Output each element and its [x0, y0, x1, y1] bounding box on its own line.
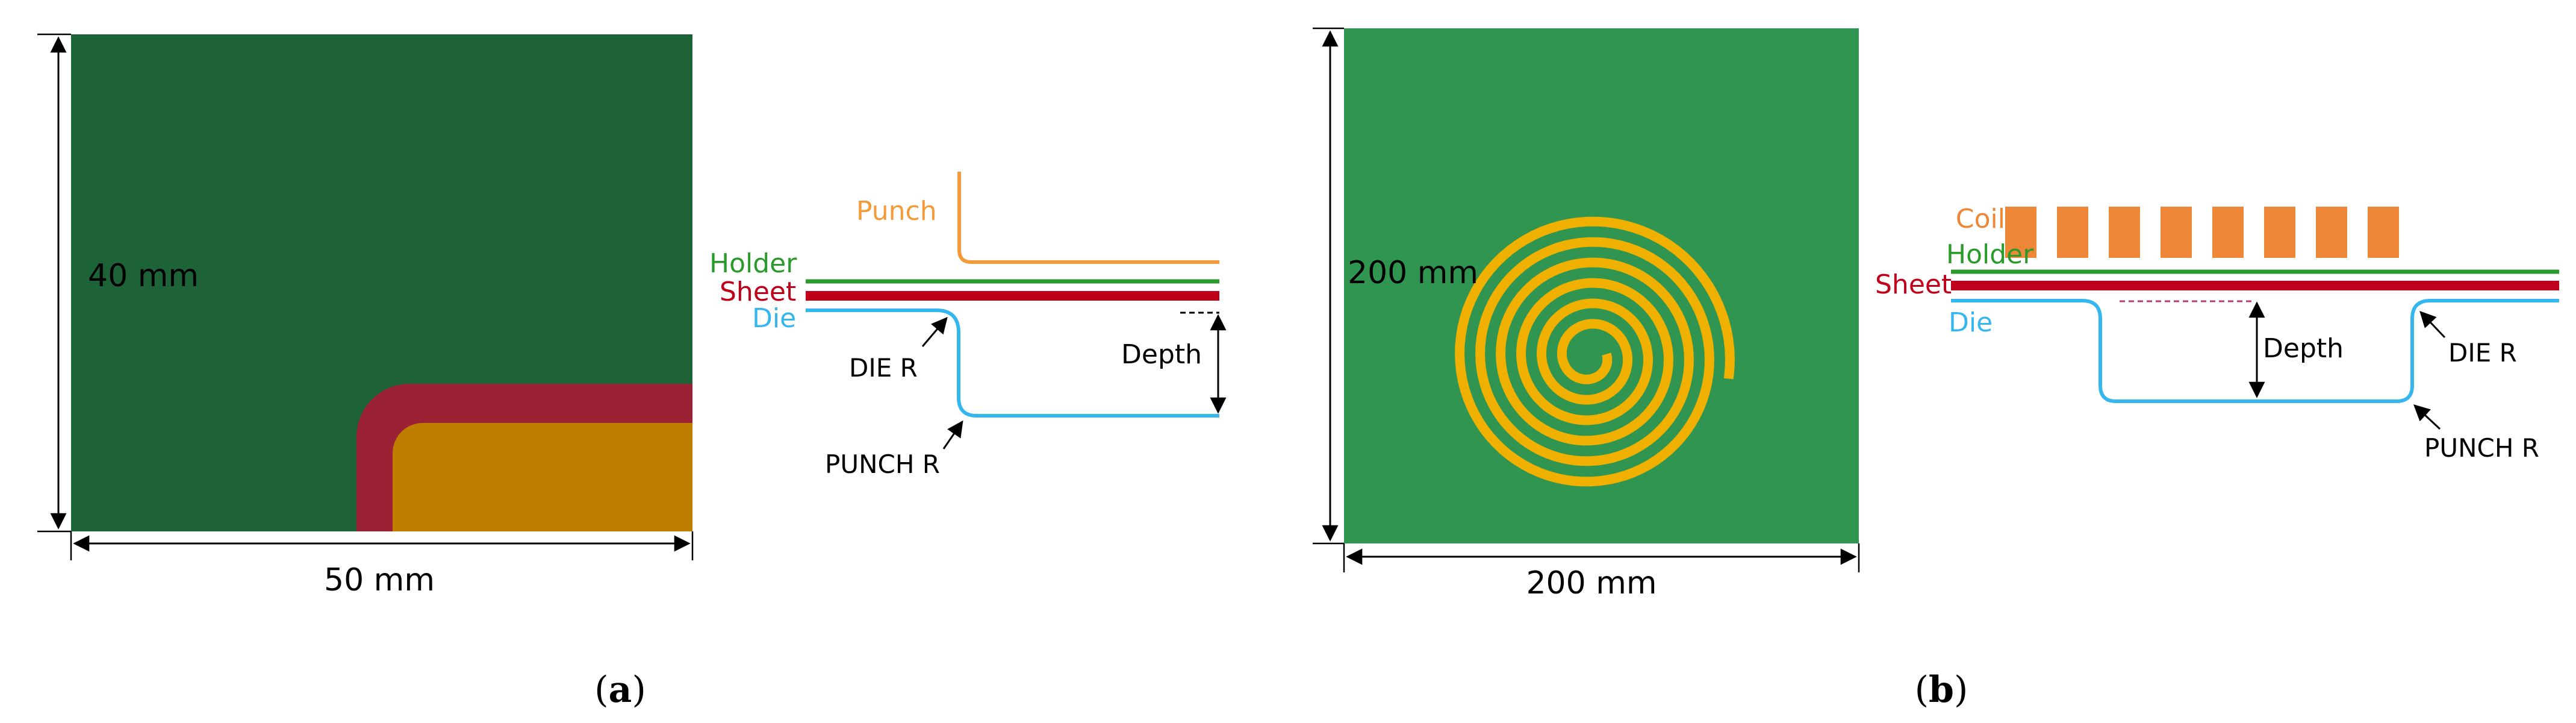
panel-a: 40 mm 50 mm Punch Holder Sheet Die DIE R… [37, 33, 1227, 711]
punch-r-label: PUNCH R [825, 449, 940, 479]
die-r-arrow-b [2419, 311, 2446, 339]
sheet-label-b: Sheet [1875, 269, 1952, 300]
width-label-a: 50 mm [324, 562, 435, 598]
spiral-coil [1455, 216, 1735, 487]
die-label-b: Die [1949, 307, 1993, 338]
die-r-label: DIE R [849, 353, 918, 383]
holder-label-b: Holder [1946, 239, 2034, 270]
caption-a: (a) [594, 669, 646, 711]
depth-label-b: Depth [2263, 333, 2344, 364]
coil-block [2057, 207, 2088, 258]
die-r-arrow [921, 316, 948, 347]
coil-label: Coil [1956, 204, 2005, 234]
height-label-a: 40 mm [88, 258, 199, 294]
coil-block [2316, 207, 2347, 258]
caption-b: (b) [1915, 669, 1968, 711]
coil-block [2264, 207, 2295, 258]
coil-block [2368, 207, 2399, 258]
coil-block [2161, 207, 2192, 258]
punch-r-label-b: PUNCH R [2424, 433, 2539, 463]
die-label: Die [752, 303, 796, 334]
coil-block [2212, 207, 2244, 258]
width-label-b: 200 mm [1526, 565, 1657, 601]
caption-a-letter: a [609, 669, 632, 711]
panel-b: 200 mm 200 mm Coil Holder Sheet Die Dept… [1313, 27, 2559, 711]
punch-label: Punch [856, 196, 937, 227]
orange-pad [393, 423, 692, 531]
punch-outline [957, 172, 1219, 264]
die-outline-b [1951, 299, 2559, 403]
height-label-b: 200 mm [1348, 255, 1478, 291]
coil-blocks [2005, 207, 2399, 258]
depth-label: Depth [1121, 339, 1202, 370]
die-outline [806, 308, 1219, 418]
punch-r-arrow-b [2413, 404, 2441, 430]
sheet-label: Sheet [720, 277, 796, 307]
coil-block [2005, 207, 2036, 258]
punch-r-arrow [942, 420, 963, 449]
holder-label: Holder [709, 248, 797, 279]
die-r-label-b: DIE R [2448, 338, 2517, 368]
caption-b-letter: b [1929, 669, 1954, 711]
coil-block [2109, 207, 2140, 258]
